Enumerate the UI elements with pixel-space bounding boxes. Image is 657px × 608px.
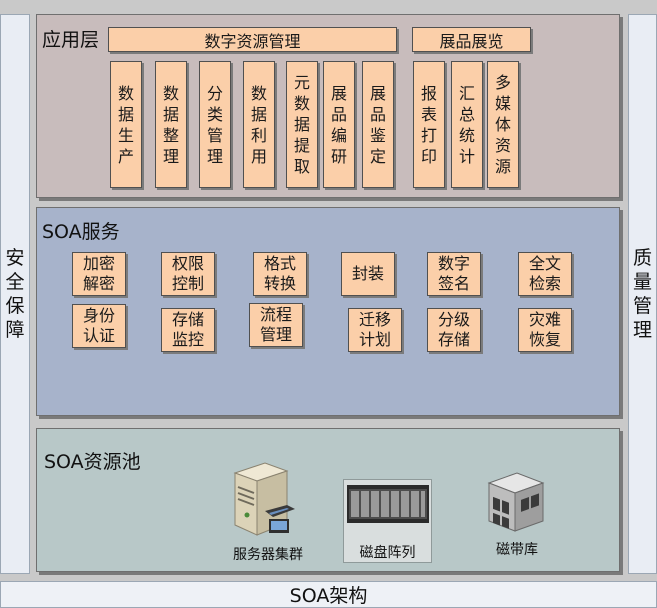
- quality-label: 质量管理: [632, 247, 652, 341]
- service-encrypt-decrypt: 加密解密: [72, 252, 126, 296]
- app-layer-title: 应用层: [42, 29, 100, 51]
- service-identity-auth: 身份认证: [72, 304, 126, 348]
- tape-library-label: 磁带库: [496, 542, 538, 558]
- app-item-metadata-extract: 元数据提取: [286, 61, 318, 188]
- tape-library-icon: [485, 469, 547, 535]
- quality-sidebar: 质量管理: [628, 14, 657, 574]
- soa-service-panel: SOA服务 加密解密 权限控制 格式转换 封装 数字签名 全文检索 身份认证 存…: [36, 207, 620, 416]
- service-disaster-recovery: 灾难恢复: [518, 308, 572, 352]
- digital-resource-mgmt-header: 数字资源管理: [108, 27, 397, 52]
- service-encapsulate: 封装: [341, 252, 395, 296]
- service-workflow-mgmt: 流程管理: [249, 303, 303, 347]
- soa-architecture-label: SOA架构: [289, 585, 368, 607]
- security-sidebar: 安全保障: [0, 14, 30, 574]
- app-item-exhibit-appraisal: 展品鉴定: [362, 61, 394, 188]
- exhibit-show-header: 展品展览: [412, 27, 531, 52]
- server-cluster-label: 服务器集群: [233, 547, 303, 563]
- disk-array-label: 磁盘阵列: [359, 545, 416, 561]
- app-item-data-production: 数据生产: [110, 61, 142, 188]
- soa-resource-pool-panel: SOA资源池 服务器集群: [36, 428, 620, 572]
- server-cluster-icon: [225, 459, 305, 541]
- resource-pool-title: SOA资源池: [44, 451, 141, 473]
- security-label: 安全保障: [5, 247, 25, 341]
- service-migration-plan: 迁移计划: [348, 308, 402, 352]
- app-item-data-use: 数据利用: [243, 61, 275, 188]
- app-item-category-mgmt: 分类管理: [199, 61, 231, 188]
- service-storage-monitor: 存储监控: [161, 308, 215, 352]
- service-format-convert: 格式转换: [253, 252, 307, 296]
- app-item-summary-stats: 汇总统计: [451, 61, 483, 188]
- service-access-control: 权限控制: [161, 252, 215, 296]
- app-item-multimedia-resource: 多媒体资源: [487, 61, 519, 188]
- soa-architecture-bar: SOA架构: [0, 581, 657, 608]
- soa-service-title: SOA服务: [42, 221, 120, 243]
- disk-array-icon: [347, 485, 429, 523]
- service-digital-signature: 数字签名: [427, 252, 481, 296]
- service-fulltext-search: 全文检索: [518, 252, 572, 296]
- app-item-exhibit-compile: 展品编研: [323, 61, 355, 188]
- service-tiered-storage: 分级存储: [427, 308, 481, 352]
- app-item-data-organize: 数据整理: [155, 61, 187, 188]
- app-layer-panel: 应用层 数字资源管理 展品展览 数据生产 数据整理 分类管理 数据利用 元数据提…: [36, 14, 620, 198]
- app-item-report-print: 报表打印: [413, 61, 445, 188]
